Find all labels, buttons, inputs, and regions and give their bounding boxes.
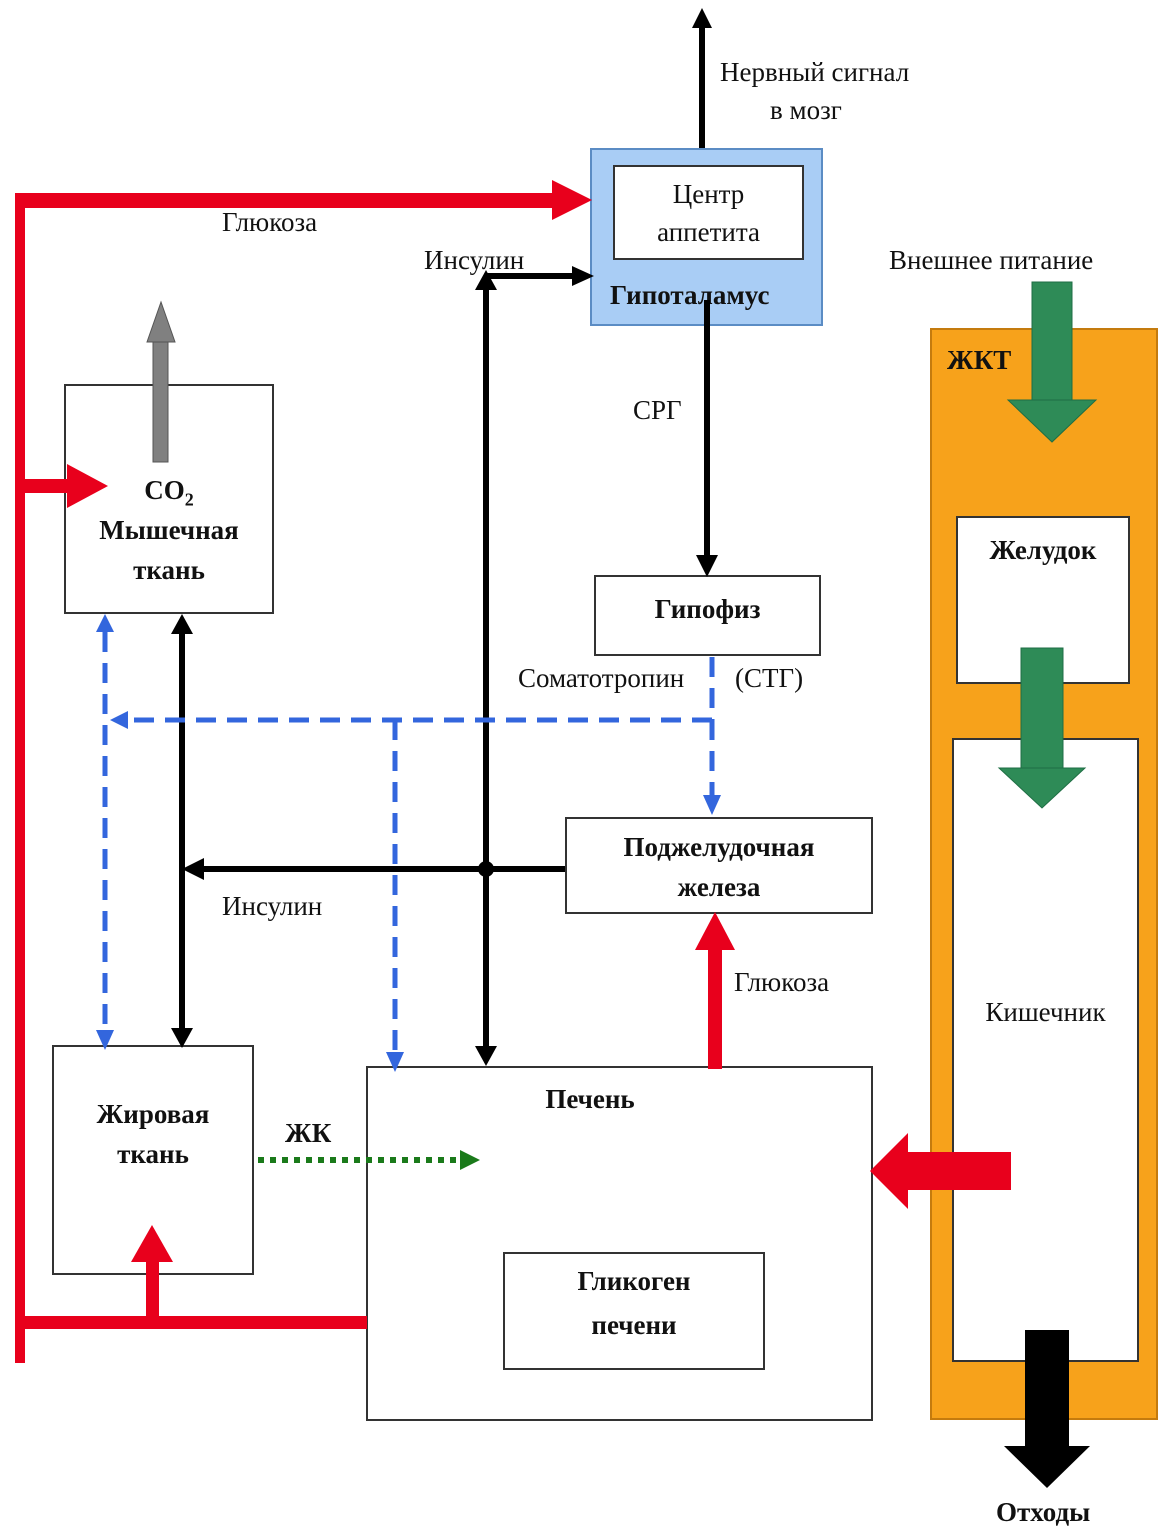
- waste-arrow: [1004, 1330, 1090, 1488]
- glucose-arrows: [15, 180, 1011, 1363]
- food-arrows: [997, 281, 1098, 809]
- muscle-tissue-box: [64, 384, 274, 614]
- glucose-mid-label: Глюкоза: [734, 967, 830, 997]
- liver-glycogen-box: [503, 1252, 765, 1370]
- fatty-acid-arrow: [258, 1150, 480, 1170]
- appetite-center-label-1: Центр: [672, 179, 745, 209]
- nerve-signal-arrow: [692, 8, 712, 148]
- srg-arrow: [696, 300, 718, 577]
- stg-label: (СТГ): [735, 663, 804, 693]
- waste-label: Отходы: [996, 1497, 1091, 1527]
- stomach-label: Желудок: [989, 535, 1097, 565]
- pancreas-label-2: железа: [677, 872, 761, 902]
- adipose-label-2: ткань: [117, 1139, 189, 1169]
- co2-arrow: [146, 300, 176, 463]
- insulin-mid-label: Инсулин: [222, 891, 323, 921]
- gi-tract-label: ЖКТ: [947, 345, 1012, 375]
- external-food-label: Внешнее питание: [889, 245, 1094, 275]
- appetite-center-label-2: аппетита: [657, 217, 760, 247]
- pancreas-label-1: Поджелудочная: [623, 832, 815, 862]
- pancreas-box: [565, 817, 873, 914]
- insulin-arrows: [171, 266, 594, 1066]
- srg-label: СРГ: [633, 395, 682, 425]
- somatotropin-arrowheads: [96, 614, 721, 1072]
- glycogen-label-1: Гликоген: [577, 1266, 691, 1296]
- muscle-label-1: Мышечная: [99, 515, 239, 545]
- insulin-top-label: Инсулин: [424, 245, 525, 275]
- pituitary-label: Гипофиз: [654, 594, 761, 624]
- somatotropin-arrows: [102, 632, 715, 1050]
- co2-subscript: 2: [184, 489, 194, 510]
- hypothalamus-label: Гипоталамус: [610, 280, 770, 310]
- glycogen-label-2: печени: [591, 1310, 677, 1340]
- adipose-label-1: Жировая: [96, 1099, 210, 1129]
- fatty-acids-label: ЖК: [285, 1118, 332, 1148]
- liver-label: Печень: [545, 1084, 635, 1114]
- glucose-top-label: Глюкоза: [222, 207, 318, 237]
- muscle-label-2: ткань: [133, 555, 205, 585]
- nerve-signal-label-2: в мозг: [770, 95, 842, 125]
- co2-label: CO2: [64, 470, 274, 519]
- appetite-center-box: [613, 165, 804, 260]
- co2-text: CO: [144, 475, 185, 505]
- intestine-label: Кишечник: [985, 997, 1106, 1027]
- nerve-signal-label-1: Нервный сигнал: [720, 57, 910, 87]
- intestine-box: [952, 738, 1139, 1362]
- somatotropin-label: Соматотропин: [518, 663, 685, 693]
